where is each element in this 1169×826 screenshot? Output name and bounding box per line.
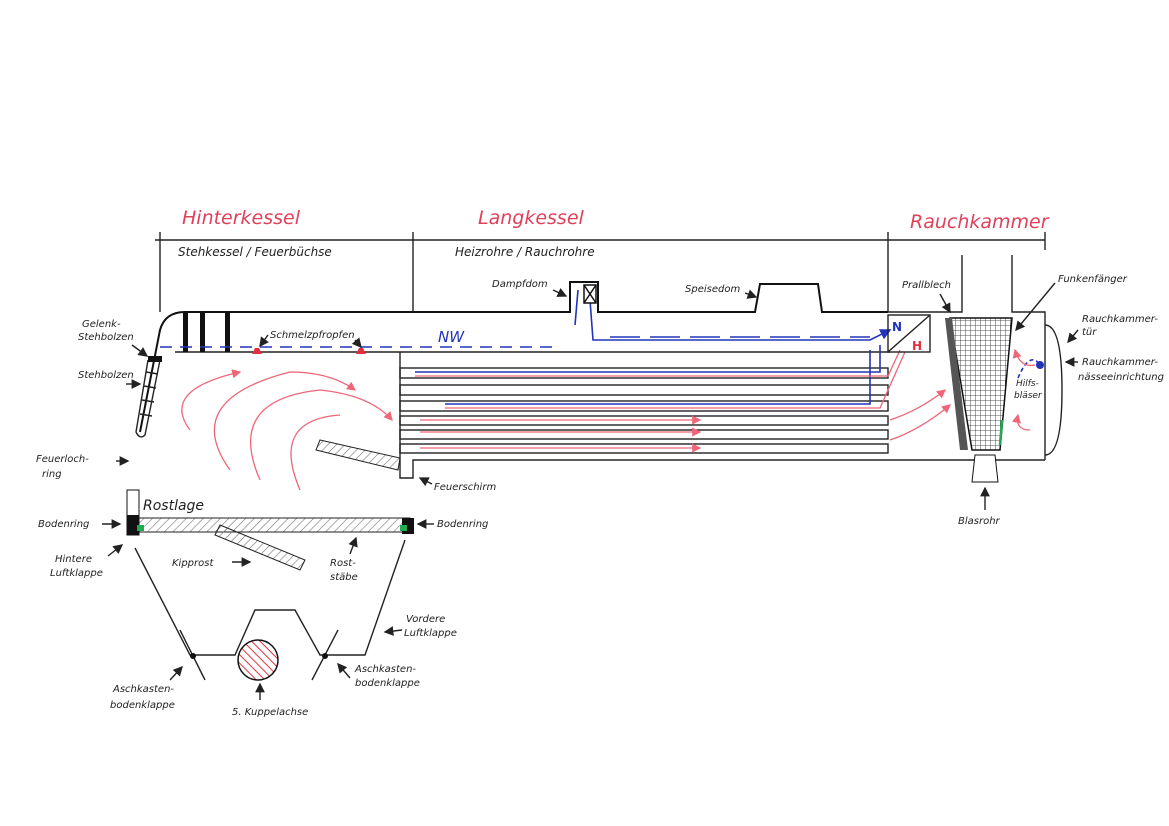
- aschkasten-right-label: Aschkasten-: [354, 664, 416, 675]
- rauchkammer-tuer: [1044, 324, 1063, 456]
- fusible-plug-icon: [356, 348, 366, 354]
- roststaebe-label: Rost-: [330, 558, 356, 569]
- funkenfaenger-mesh: [949, 317, 1013, 451]
- fusible-plug-icon: [252, 348, 262, 354]
- superheater-header: [887, 314, 931, 353]
- aschkasten-right-label-2: bodenklappe: [355, 678, 420, 689]
- n-label: N: [892, 320, 902, 334]
- smokebox: [888, 255, 1063, 483]
- bodenring-right-label: Bodenring: [437, 519, 488, 530]
- aschkasten-left-label-2: bodenklappe: [110, 700, 175, 711]
- rauchkammertuer-label: Rauchkammer-: [1082, 314, 1158, 325]
- feuerschirm-label: Feuerschirm: [434, 482, 496, 493]
- hintere-luftklappe-label: Hintere: [55, 554, 92, 565]
- stehbolzen-rows: [135, 312, 230, 438]
- kipprost-grate: [214, 524, 306, 571]
- heizrohre-label: Heizrohre / Rauchrohre: [455, 245, 595, 259]
- naesseeinrichtung-nozzle: [1036, 361, 1044, 369]
- funkenfaenger-label: Funkenfänger: [1058, 274, 1128, 285]
- h-label: H: [912, 339, 922, 353]
- gelenk-label-2: Stehbolzen: [78, 332, 134, 343]
- feuerloch-label-2: ring: [42, 469, 62, 480]
- blasrohr-nozzle: [971, 454, 999, 483]
- feuerloch-label: Feuerloch-: [36, 454, 89, 465]
- kuppelachse-label: 5. Kuppelachse: [232, 707, 308, 718]
- rostlage-label: Rostlage: [143, 498, 204, 514]
- hintere-luftklappe-label-2: Luftklappe: [50, 568, 103, 579]
- feuerschirm-arch: [315, 439, 401, 471]
- hinterkessel-heading: Hinterkessel: [182, 207, 301, 229]
- naesseeinrichtung-label: Rauchkammer-: [1082, 357, 1158, 368]
- kipprost-label: Kipprost: [172, 558, 214, 569]
- schmelzpfropfen-label: Schmelzpfropfen: [270, 330, 355, 341]
- heizrohre-tubes: [399, 367, 889, 454]
- blasrohr-label: Blasrohr: [958, 516, 1001, 527]
- nw-label: NW: [438, 328, 465, 346]
- roststaebe-label-2: stäbe: [330, 572, 358, 583]
- section-headers: Hinterkessel Langkessel Rauchkammer Steh…: [155, 207, 1050, 312]
- bodenring-left: [127, 515, 139, 535]
- bodenring-left-label: Bodenring: [38, 519, 89, 530]
- vordere-luftklappe-label-2: Luftklappe: [404, 628, 457, 639]
- vordere-luftklappe-label: Vordere: [406, 614, 445, 625]
- naesseeinrichtung-label-2: nässeeinrichtung: [1078, 372, 1164, 383]
- stehkessel-label: Stehkessel / Feuerbüchse: [178, 245, 332, 259]
- grate: [134, 517, 411, 533]
- hilfsblaeser-label: Hilfs-: [1016, 379, 1039, 389]
- rauchkammertuer-label-2: tür: [1082, 327, 1097, 338]
- kuppelachse-wheel: [237, 639, 279, 681]
- langkessel-heading: Langkessel: [478, 207, 585, 229]
- gelenk-label: Gelenk-: [82, 319, 121, 330]
- stehbolzen-label: Stehbolzen: [78, 370, 134, 381]
- firebox: [126, 439, 414, 681]
- hilfsblaeser-label-2: bläser: [1014, 391, 1043, 401]
- rauchkammer-heading: Rauchkammer: [910, 211, 1050, 233]
- prallblech-label: Prallblech: [902, 280, 951, 291]
- speisedom-label: Speisedom: [685, 284, 740, 295]
- prallblech-plate: [945, 318, 968, 450]
- flame-paths: [181, 369, 951, 491]
- annotations: Dampfdom Speisedom Schmelzpfropfen Gelen…: [36, 274, 1164, 718]
- boiler-shell: NW N H: [135, 281, 1045, 479]
- dampfdom-label: Dampfdom: [492, 279, 548, 290]
- aschkasten-left-label: Aschkasten-: [112, 684, 174, 695]
